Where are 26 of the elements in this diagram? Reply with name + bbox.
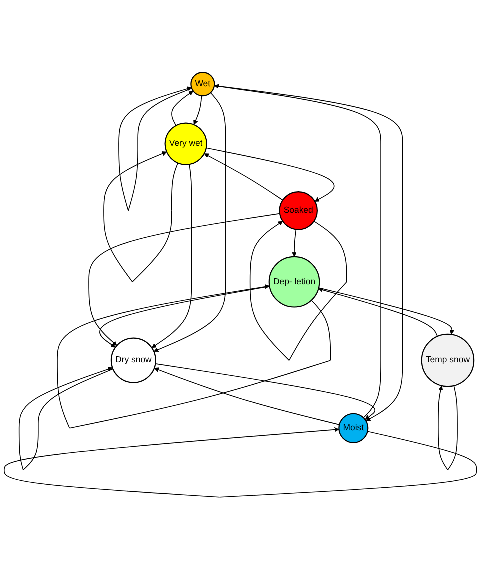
node-circle: Soaked: [279, 192, 318, 230]
node-circle: Very wet: [164, 122, 208, 166]
node-circle: Temp snow: [421, 334, 475, 388]
arrow: [152, 164, 192, 348]
arrow: [18, 367, 114, 470]
arrow: [154, 368, 340, 426]
arrow: [206, 148, 335, 202]
arrow: [104, 152, 179, 282]
arrow: [250, 221, 348, 361]
arrow: [155, 364, 376, 420]
node-circle: Dry snow: [110, 338, 156, 384]
arrow: [88, 213, 280, 346]
arrow: [154, 92, 226, 352]
arrow: [318, 288, 454, 335]
arrow: [118, 86, 192, 212]
node-circle: Moist: [338, 413, 369, 444]
arrow: [292, 229, 297, 258]
node-circle: Dep- letion: [268, 256, 320, 308]
arrow: [204, 154, 284, 201]
arrow: [194, 96, 202, 126]
arrow: [57, 284, 332, 429]
node-circle: Wet: [190, 72, 216, 97]
arrow: [172, 90, 194, 126]
arrow: [318, 288, 438, 337]
arrow: [4, 428, 477, 498]
arrow: [438, 386, 458, 470]
